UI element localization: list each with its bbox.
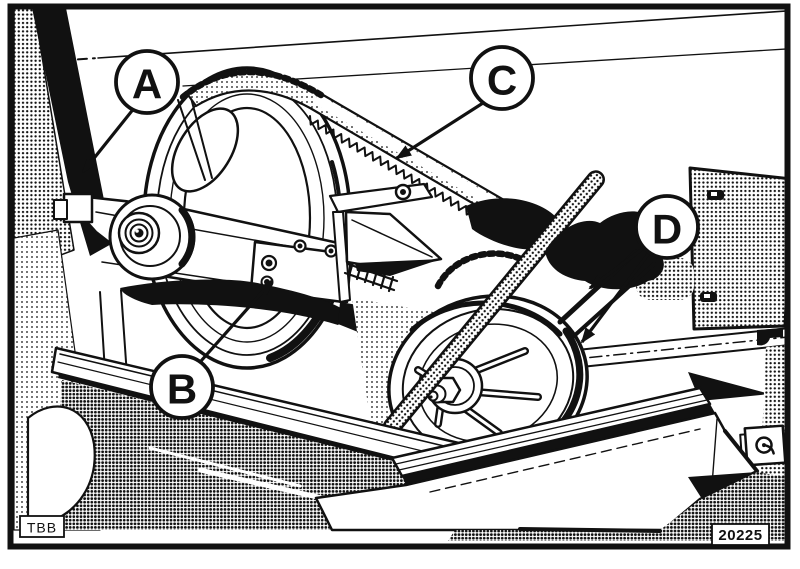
callout-arrows — [81, 101, 651, 363]
callout-c-circle — [469, 45, 535, 111]
corner-labels: TBB 20225 — [19, 515, 770, 546]
callouts: A B C D — [114, 45, 700, 420]
bottom-right-shading — [448, 472, 785, 541]
arm-end-bracket — [62, 192, 94, 224]
figure-number-box — [711, 523, 770, 546]
belt-wrap-teeth — [434, 250, 525, 290]
callout-a-circle — [114, 49, 180, 115]
callout-c-arrow — [395, 101, 484, 160]
belt-teeth-arc — [179, 68, 325, 101]
callout-d-arrow-2 — [580, 252, 651, 344]
callout-a-arrow — [81, 106, 137, 174]
artist-label: TBB — [27, 520, 57, 536]
hook-bracket — [757, 328, 783, 346]
figure-number-label: 20225 — [718, 527, 762, 544]
callout-b-circle — [149, 354, 215, 420]
callout-d-arrow-1 — [588, 245, 646, 290]
callout-c: C — [469, 45, 535, 111]
callout-a: A — [114, 49, 180, 115]
latch-clasp — [739, 424, 785, 467]
callout-b-label: B — [167, 366, 197, 413]
callout-c-label: C — [487, 57, 517, 104]
figure-border — [7, 3, 791, 550]
artist-label-box — [19, 515, 65, 538]
callout-d: D — [634, 194, 700, 260]
discharge-tray — [314, 386, 759, 532]
callout-b: B — [149, 354, 215, 420]
callout-d-label: D — [652, 206, 682, 253]
bearing-hub — [108, 193, 196, 281]
callout-a-label: A — [132, 61, 162, 108]
callout-b-arrow — [199, 279, 274, 363]
arm-shadow — [120, 279, 350, 325]
side-access-panel — [688, 166, 785, 331]
callout-d-circle — [634, 194, 700, 260]
